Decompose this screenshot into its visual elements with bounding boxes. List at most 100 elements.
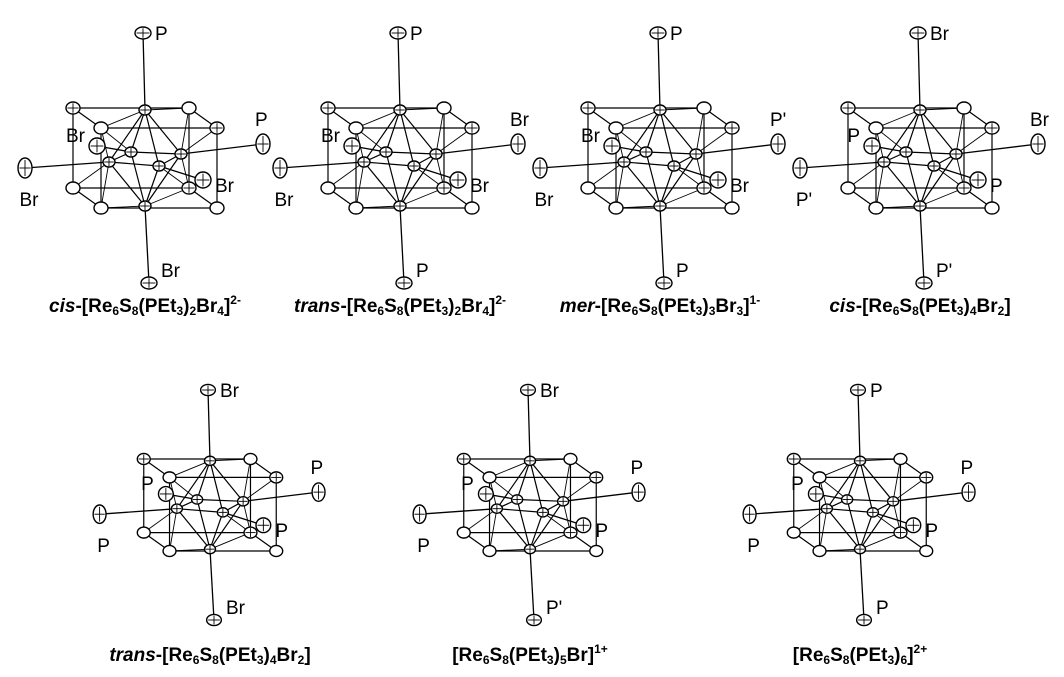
sulfur-atom <box>320 181 336 195</box>
sulfur-atom <box>65 181 81 195</box>
apical-ligand-bottom <box>855 613 873 627</box>
sulfur-atom <box>162 544 177 558</box>
apical-ligand-inner-right <box>905 517 922 534</box>
rhenium-atom <box>490 503 504 514</box>
rhenium-atom <box>152 160 166 172</box>
apical-ligand-right <box>255 133 271 155</box>
sulfur-atom <box>456 452 471 466</box>
rhenium-atom <box>536 507 550 518</box>
sulfur-atom <box>840 101 856 115</box>
label-left-outer: Br <box>535 190 555 211</box>
sulfur-atom <box>786 526 801 539</box>
apical-ligand-left <box>532 157 548 179</box>
sulfur-atom <box>436 101 452 115</box>
label-bottom: Br <box>226 598 246 619</box>
label-right-inner: P' <box>770 110 786 131</box>
sulfur-atom <box>136 452 151 466</box>
sulfur-atom <box>608 121 624 135</box>
apical-ligand-inner-right <box>709 171 727 189</box>
apical-ligand-inner-left <box>477 485 494 503</box>
apical-ligand-top <box>389 26 407 40</box>
apical-ligand-bottom <box>395 276 413 290</box>
label-left-inner: Br <box>321 126 341 147</box>
sulfur-atom <box>956 101 972 115</box>
rhenium-atom <box>124 146 138 158</box>
label-right-outer: P <box>990 176 1003 197</box>
apical-ligand-bottom <box>655 276 673 290</box>
rhenium-atom <box>523 543 537 555</box>
label-bottom: P' <box>936 261 952 282</box>
rhenium-atom <box>853 455 867 467</box>
sulfur-atom <box>589 544 604 558</box>
bond-network <box>24 32 264 284</box>
label-right-inner: Br <box>510 110 530 131</box>
sulfur-atom <box>136 526 151 539</box>
label-left-outer: P <box>97 536 110 557</box>
rhenium-atom <box>138 104 152 116</box>
label-right-inner: P <box>961 458 974 479</box>
sulfur-atom <box>162 471 177 484</box>
rhenium-atom <box>653 104 667 116</box>
label-left-outer: Br <box>20 190 40 211</box>
label-bottom: P <box>876 598 889 619</box>
apical-ligand-left <box>792 157 808 179</box>
molecule-caption: trans-[Re6S8(PEt3)2Br4]2- <box>294 293 506 318</box>
label-top: Br <box>220 381 240 402</box>
rhenium-atom <box>379 146 393 158</box>
sulfur-atom <box>696 181 712 195</box>
label-right-outer: Br <box>215 176 235 197</box>
apical-ligand-bottom <box>140 276 158 290</box>
apical-ligand-inner-right <box>575 517 592 534</box>
rhenium-atom <box>840 494 854 505</box>
sulfur-atom <box>93 201 109 215</box>
apical-ligand-inner-left <box>343 137 361 155</box>
apical-ligand-inner-left <box>863 137 881 155</box>
sulfur-atom <box>464 121 480 135</box>
sulfur-atom <box>919 471 934 484</box>
sulfur-atom <box>243 526 258 539</box>
label-right-inner: Br <box>1030 110 1050 131</box>
rhenium-atom <box>899 146 913 158</box>
sulfur-atom <box>269 471 284 484</box>
rhenium-atom <box>689 148 703 160</box>
bond-network <box>99 389 319 621</box>
molecule-caption: cis-[Re6S8(PEt3)2Br4]2- <box>49 293 241 318</box>
label-right-inner: P <box>255 110 268 131</box>
rhenium-atom <box>913 104 927 116</box>
label-top: Br <box>540 381 560 402</box>
label-top: P <box>410 24 423 45</box>
label-right-outer: Br <box>470 176 490 197</box>
rhenium-atom <box>617 156 631 168</box>
sulfur-atom <box>724 121 740 135</box>
apical-ligand-inner-right <box>969 171 987 189</box>
label-right-outer: P <box>275 521 288 542</box>
sulfur-atom <box>456 526 471 539</box>
label-top: Br <box>930 24 950 45</box>
sulfur-atom <box>580 101 596 115</box>
molecule-caption: trans-[Re6S8(PEt3)4Br2] <box>109 645 311 667</box>
apical-ligand-bottom <box>205 613 223 627</box>
apical-ligand-inner-left <box>807 485 824 503</box>
apical-ligand-inner-left <box>88 137 106 155</box>
label-left-outer: P <box>747 536 760 557</box>
rhenium-atom <box>820 503 834 514</box>
sulfur-atom <box>482 471 497 484</box>
label-left-inner: P <box>847 126 860 147</box>
label-left-inner: P <box>791 474 804 495</box>
bond-network <box>749 389 969 621</box>
sulfur-atom <box>181 181 197 195</box>
rhenium-atom <box>877 156 891 168</box>
rhenium-atom <box>170 503 184 514</box>
rhenium-atom <box>357 156 371 168</box>
apical-ligand-inner-right <box>449 171 467 189</box>
molecule-caption: cis-[Re6S8(PEt3)4Br2] <box>829 296 1011 318</box>
apical-ligand-right <box>510 133 526 155</box>
sulfur-atom <box>436 181 452 195</box>
label-top: P <box>870 381 883 402</box>
apical-ligand-inner-left <box>157 485 174 503</box>
apical-ligand-top <box>649 26 667 40</box>
rhenium-atom <box>429 148 443 160</box>
apical-ligand-left <box>92 504 107 525</box>
sulfur-atom <box>93 121 109 135</box>
